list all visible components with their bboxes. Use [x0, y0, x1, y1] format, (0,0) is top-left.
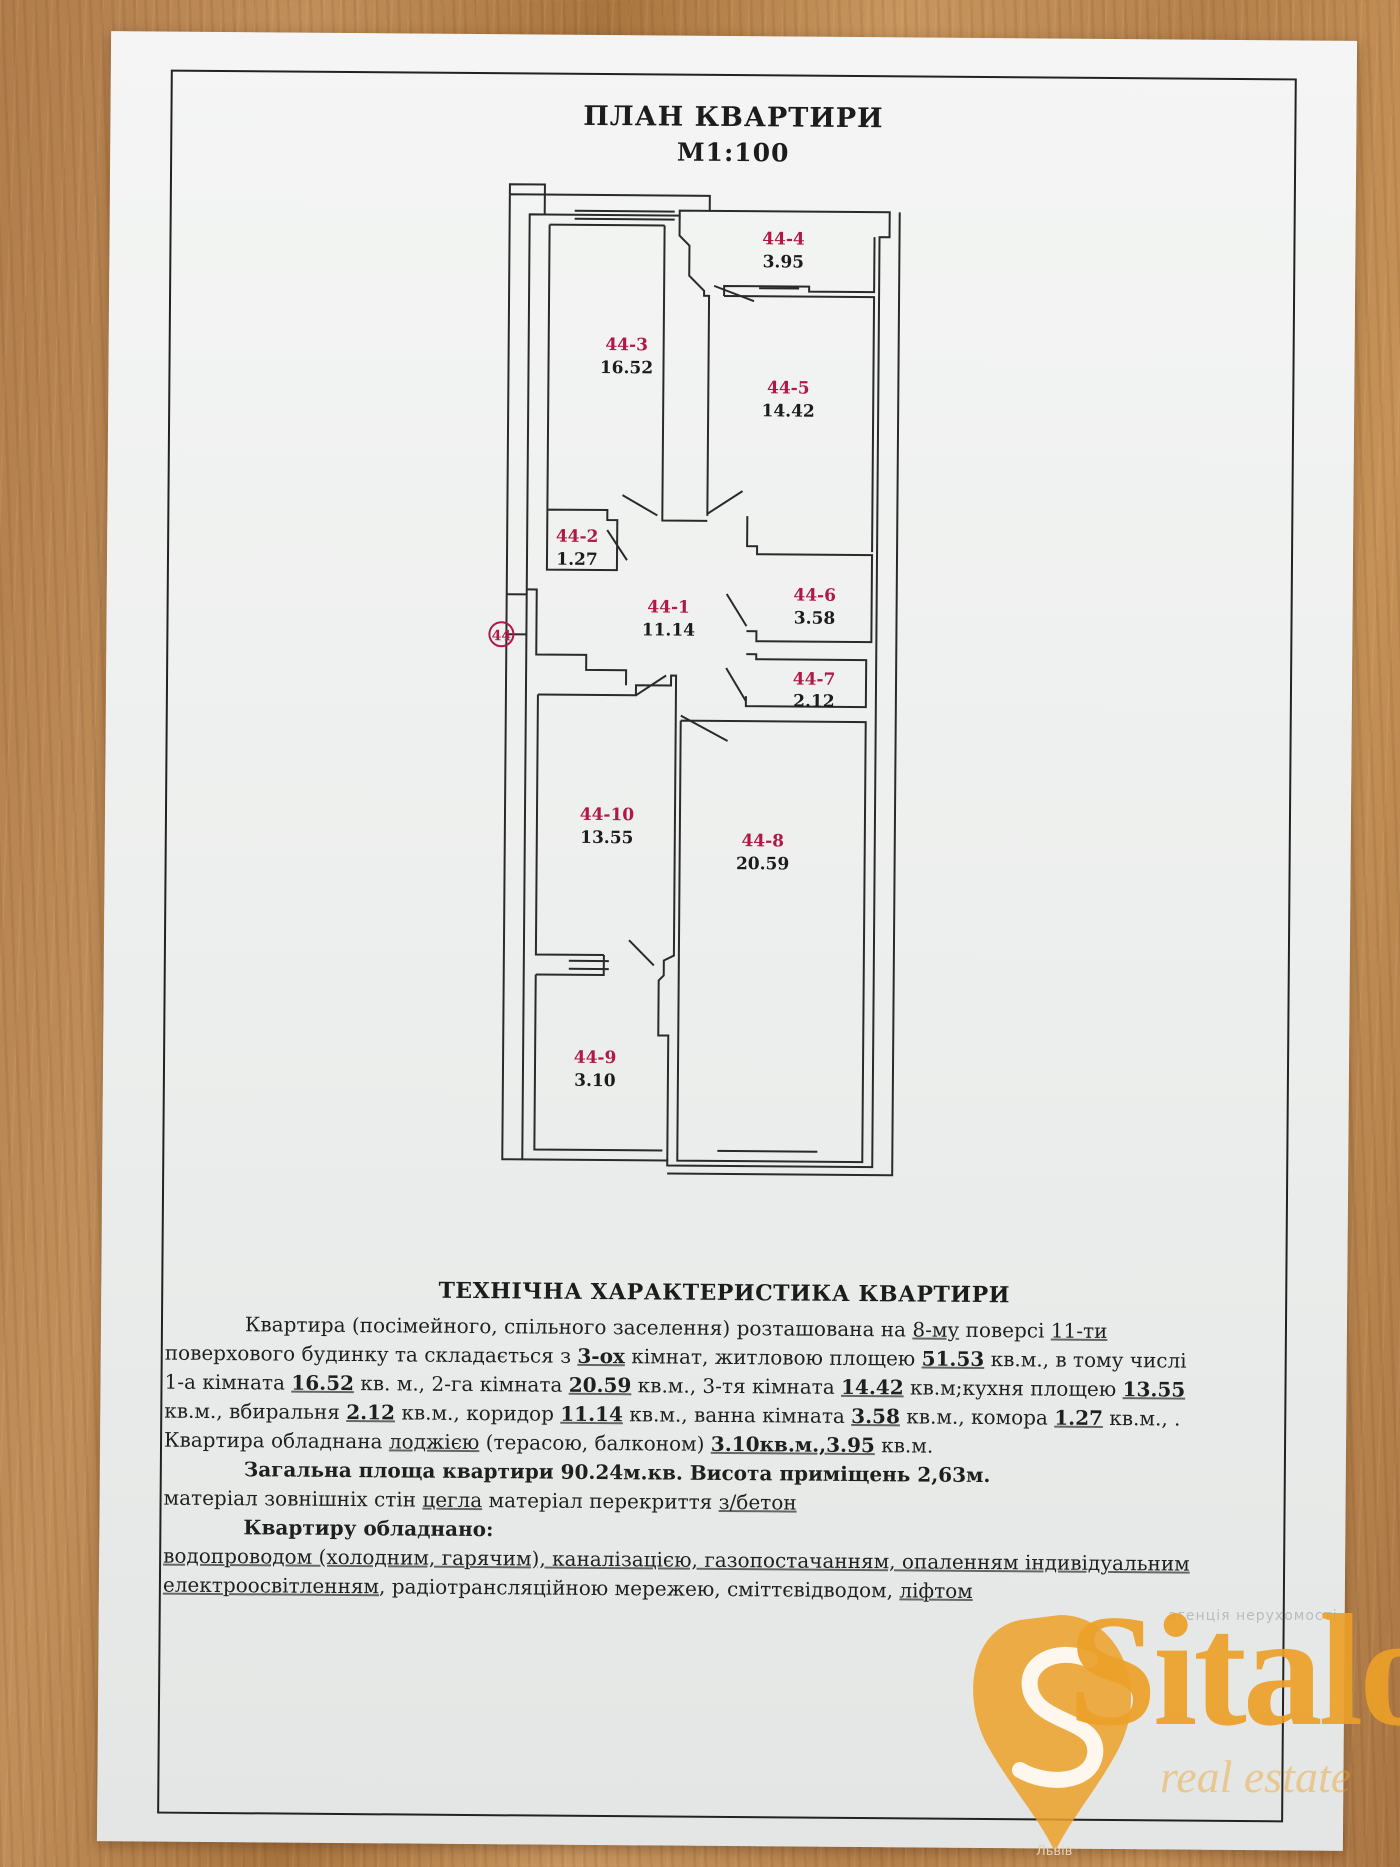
svg-text:13.55: 13.55	[580, 828, 633, 848]
watermark-subtitle: real estate	[1160, 1751, 1352, 1802]
entrance-marker-label: 44	[492, 628, 512, 644]
room-44-2: 44-2 1.27	[556, 527, 599, 570]
document-sheet: ПЛАН КВАРТИРИ М1:100	[96, 31, 1358, 1851]
room-44-3: 44-3 16.52	[600, 335, 653, 378]
svg-text:44-2: 44-2	[556, 527, 599, 547]
room-44-10: 44-10 13.55	[580, 805, 635, 848]
svg-text:44-1: 44-1	[647, 597, 690, 617]
svg-text:44-8: 44-8	[741, 831, 784, 851]
svg-text:2.12: 2.12	[793, 692, 835, 712]
svg-text:3.58: 3.58	[794, 609, 836, 629]
svg-text:20.59: 20.59	[736, 854, 789, 874]
svg-text:44-5: 44-5	[767, 378, 810, 398]
svg-text:44-7: 44-7	[793, 670, 836, 690]
svg-text:11.14: 11.14	[642, 620, 696, 640]
room-44-6: 44-6 3.58	[793, 586, 836, 629]
svg-text:44-3: 44-3	[605, 335, 648, 355]
watermark-city: Львів	[1036, 1844, 1073, 1859]
watermark-brand: Sitalo	[1068, 1581, 1400, 1759]
tech-description: Квартира (посімейного, спільного заселен…	[163, 1310, 1305, 1609]
svg-text:3.95: 3.95	[763, 252, 805, 272]
svg-text:44-6: 44-6	[793, 586, 836, 606]
room-44-4: 44-4 3.95	[762, 229, 805, 272]
room-44-8: 44-8 20.59	[736, 831, 789, 874]
floor-plan: 44 44-3 16.52 44-4 3.95 44-5 14.42 44-2 …	[488, 183, 901, 1177]
watermark-tagline: агенція нерухомості	[1168, 1608, 1338, 1624]
svg-text:16.52: 16.52	[600, 358, 653, 378]
entrance-marker	[488, 621, 515, 648]
svg-text:44-10: 44-10	[580, 805, 635, 825]
room-44-1: 44-1 11.14	[642, 597, 696, 640]
svg-text:1.27: 1.27	[556, 550, 598, 570]
room-44-7: 44-7 2.12	[793, 670, 836, 712]
room-44-5: 44-5 14.42	[761, 378, 814, 421]
room-44-9: 44-9 3.10	[574, 1048, 617, 1091]
svg-text:3.10: 3.10	[574, 1071, 616, 1091]
sitalo-logo-icon	[973, 1615, 1132, 1852]
svg-text:44-4: 44-4	[762, 229, 805, 249]
svg-text:44-9: 44-9	[574, 1048, 617, 1068]
svg-text:14.42: 14.42	[761, 401, 814, 421]
